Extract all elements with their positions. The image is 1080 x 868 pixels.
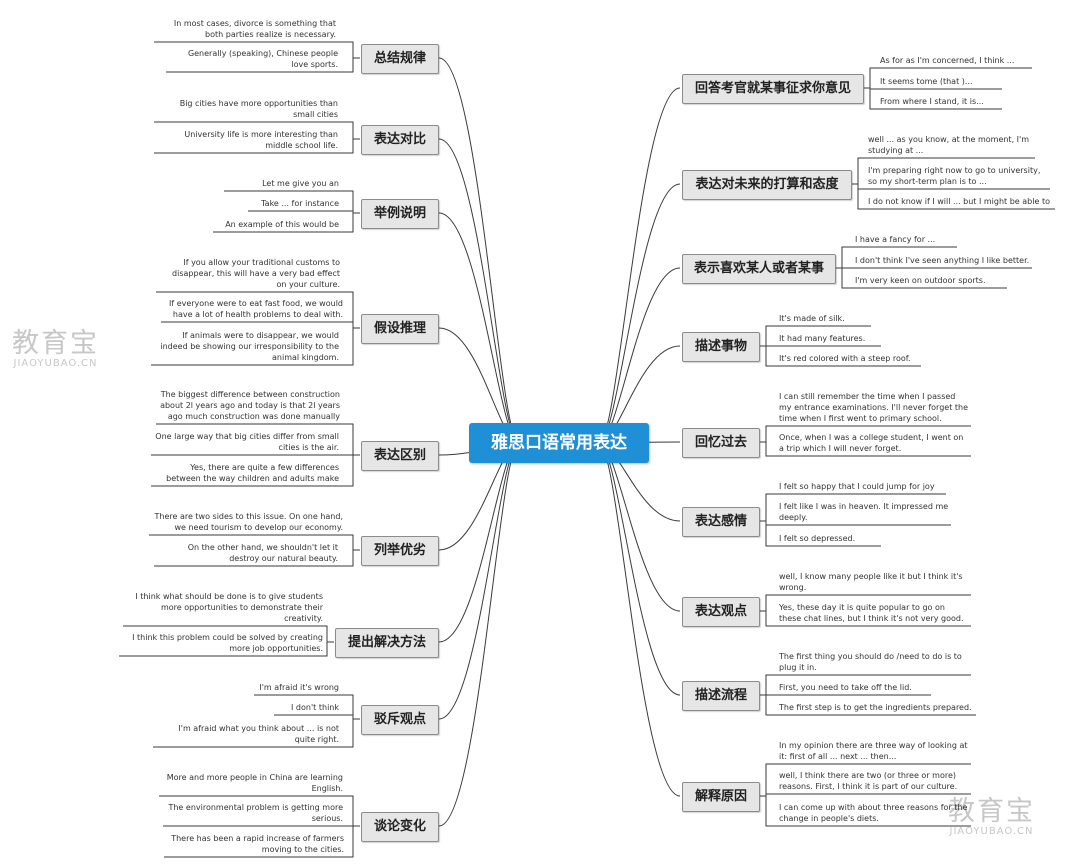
right-leaf-5-1[interactable]: I can still remember the time when I pas… [779,392,969,423]
left-leaf-connector-7-2 [119,641,334,657]
left-leaf-connector-2-2 [154,138,360,154]
left-leaf-connector-3-2 [248,210,360,214]
right-leaf-connector-9-3 [759,795,971,827]
right-leaf-6-1[interactable]: I felt so happy that I could jump for jo… [779,482,935,491]
left-leaf-connector-1-2 [166,57,360,73]
left-leaf-8-1[interactable]: I'm afraid it's wrong [259,683,339,692]
left-branch-curve-9 [438,442,520,827]
right-leaf-3-3[interactable]: I'm very keen on outdoor sports. [855,276,986,285]
watermark-logo-right: 教育宝 JIAOYUBAO.CN [948,796,1035,837]
right-topic-1[interactable]: 回答考官就某事征求你意见 [682,74,864,104]
right-leaf-9-2[interactable]: well, I think there are two (or three or… [779,771,958,791]
right-topic-3[interactable]: 表示喜欢某人或者某事 [682,254,836,284]
left-branch-curve-2 [438,138,520,444]
left-topic-5[interactable]: 表达区别 [361,441,439,471]
right-leaf-8-3[interactable]: The first step is to get the ingredients… [779,703,972,712]
right-leaf-8-1[interactable]: The first thing you should do /need to d… [779,652,962,672]
left-leaf-5-3[interactable]: Yes, there are quite a few differences b… [166,463,339,483]
left-leaf-7-1[interactable]: I think what should be done is to give s… [135,592,323,623]
left-leaf-3-3[interactable]: An example of this would be ... [225,220,339,229]
left-leaf-1-2[interactable]: Generally (speaking), Chinese people lov… [187,49,338,69]
right-leaf-3-1[interactable]: I have a fancy for ... [855,235,936,244]
left-leaf-5-2[interactable]: One large way that big cities differ fro… [155,432,339,452]
left-topic-2[interactable]: 表达对比 [361,125,439,155]
right-leaf-1-3[interactable]: From where I stand, it is... [880,97,984,106]
left-leaf-6-1[interactable]: There are two sides to this issue. On on… [154,512,343,532]
right-leaf-connector-9-2 [759,793,971,797]
central-topic[interactable]: 雅思口语常用表达 [469,423,649,463]
left-topic-6[interactable]: 列举优劣 [361,536,439,566]
right-leaf-connector-8-3 [759,694,976,716]
right-topic-4[interactable]: 描述事物 [682,332,760,362]
left-leaf-connector-6-2 [154,549,360,567]
right-leaf-2-3[interactable]: I do not know if I will ... but I might … [868,197,1050,206]
left-leaf-6-2[interactable]: On the other hand, we shouldn't let it d… [187,543,338,563]
watermark-logo-left: 教育宝 JIAOYUBAO.CN [12,328,99,369]
right-leaf-connector-7-2 [759,610,971,627]
left-leaf-4-3[interactable]: If animals were to disappear, we would i… [160,331,339,362]
left-leaf-1-1[interactable]: In most cases, divorce is something that… [173,19,336,39]
left-leaf-connector-8-2 [274,714,360,720]
right-leaf-9-3[interactable]: I can come up with about three reasons f… [779,803,968,823]
left-leaf-4-1[interactable]: If you allow your traditional customs to… [172,258,340,289]
right-leaf-4-3[interactable]: It's red colored with a steep roof. [779,354,911,363]
left-leaf-3-1[interactable]: Let me give you an example [262,179,339,188]
left-leaf-4-2[interactable]: If everyone were to eat fast food, we wo… [168,299,343,319]
left-topic-1[interactable]: 总结规律 [361,44,439,74]
right-leaf-6-2[interactable]: I felt like I was in heaven. It impresse… [779,502,949,522]
left-leaf-9-1[interactable]: More and more people in China are learni… [166,773,343,793]
right-leaf-connector-2-3 [851,183,1055,210]
right-leaf-2-2[interactable]: I'm preparing right now to go to univers… [868,166,1041,186]
right-leaf-2-1[interactable]: well ... as you know, at the moment, I'm… [868,135,1030,155]
left-leaf-connector-5-3 [151,454,360,487]
right-leaf-9-1[interactable]: In my opinion there are three way of loo… [779,741,968,761]
right-leaf-3-2[interactable]: I don't think I've seen anything I like … [855,256,1030,265]
right-leaf-connector-5-2 [759,441,971,457]
right-leaf-connector-1-3 [863,87,1002,110]
left-leaf-8-2[interactable]: I don't think so. [291,703,339,712]
right-topic-2[interactable]: 表达对未来的打算和态度 [682,170,852,200]
right-topic-6[interactable]: 表达感情 [682,507,760,537]
right-leaf-5-2[interactable]: Once, when I was a college student, I we… [779,433,964,453]
left-leaf-9-3[interactable]: There has been a rapid increase of farme… [171,834,344,854]
left-leaf-2-1[interactable]: Big cities have more opportunities than … [179,99,338,119]
right-leaf-4-1[interactable]: It's made of silk. [779,314,845,323]
left-topic-7[interactable]: 提出解决方法 [335,628,439,658]
right-leaf-8-2[interactable]: First, you need to take off the lid. [779,683,912,692]
left-topic-8[interactable]: 驳斥观点 [361,705,439,735]
right-topic-8[interactable]: 描述流程 [682,681,760,711]
left-leaf-connector-8-3 [153,718,360,748]
left-leaf-connector-9-3 [164,825,360,858]
right-leaf-7-2[interactable]: Yes, these day it is quite popular to go… [779,603,964,623]
left-leaf-2-2[interactable]: University life is more interesting than… [184,130,338,150]
right-leaf-connector-3-3 [835,267,1007,289]
left-leaf-7-2[interactable]: I think this problem could be solved by … [132,633,323,653]
left-leaf-connector-4-3 [151,327,360,366]
right-leaf-connector-4-3 [759,345,921,367]
left-leaf-8-3[interactable]: I'm afraid what you think about ... is n… [178,724,339,744]
right-branch-curve-9 [598,442,681,797]
left-leaf-3-2[interactable]: Take ... for instance ... [261,199,339,208]
left-leaf-connector-4-2 [161,321,360,329]
right-topic-5[interactable]: 回忆过去 [682,428,760,458]
right-leaf-4-2[interactable]: It had many features. [779,334,866,343]
right-topic-7[interactable]: 表达观点 [682,597,760,627]
right-leaf-connector-6-3 [759,520,881,547]
right-leaf-6-3[interactable]: I felt so depressed. [779,534,856,543]
right-leaf-7-1[interactable]: well, I know many people like it but I t… [779,572,963,592]
left-topic-4[interactable]: 假设推理 [361,314,439,344]
right-topic-9[interactable]: 解释原因 [682,782,760,812]
left-topic-3[interactable]: 举例说明 [361,199,439,229]
right-leaf-1-1[interactable]: As for as I'm concerned, I think ... [880,56,1015,65]
right-branch-curve-1 [598,87,681,444]
left-leaf-9-2[interactable]: The environmental problem is getting mor… [168,803,343,823]
left-topic-9[interactable]: 谈论变化 [361,812,439,842]
left-leaf-5-1[interactable]: The biggest difference between construct… [160,390,340,421]
right-leaf-connector-1-2 [863,87,1002,90]
left-leaf-connector-3-3 [213,212,360,233]
right-leaf-1-2[interactable]: It seems tome (that )... [880,77,973,86]
